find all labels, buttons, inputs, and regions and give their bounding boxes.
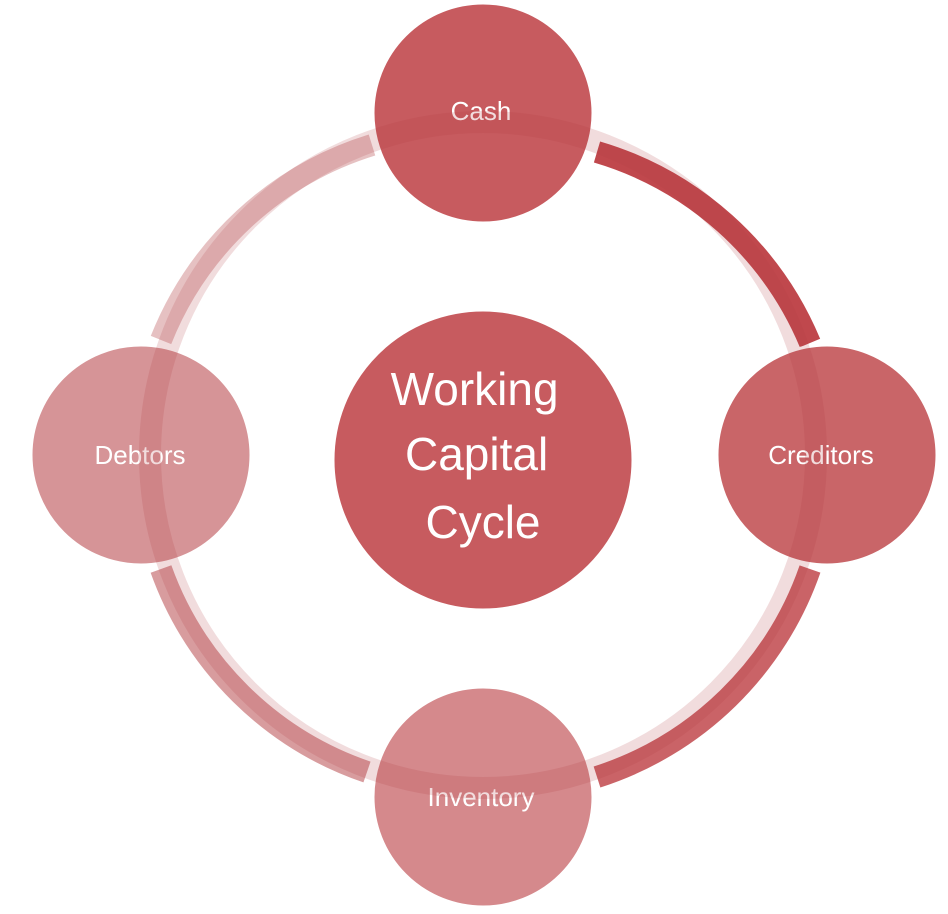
ring-overlay [139,111,827,799]
center-title-line-1: Working [391,363,559,415]
node-debtors-label: Debtors [94,440,185,470]
center-title-line-2: Capital [405,428,548,480]
node-inventory: Inventory [371,685,595,909]
node-cash-label: Cash [451,96,512,126]
node-debtors: Debtors [29,343,253,567]
center-title-line-3: Cycle [425,496,540,548]
node-cash: Cash [371,1,595,225]
arc-inventory-to-debtors [150,565,371,783]
svg-text:Working Capital Cy: Working Capital Cycle [391,363,572,548]
arc-cash-to-creditors [593,141,821,348]
arc-creditors-to-inventory [593,565,821,788]
node-creditors-label: Creditors [768,440,873,470]
cycle-ring [150,134,821,788]
arc-debtors-to-cash [150,134,376,345]
node-inventory-label: Inventory [428,782,535,812]
center-node: Working Capital Cycle [331,308,635,612]
node-creditors: Creditors [715,343,939,567]
